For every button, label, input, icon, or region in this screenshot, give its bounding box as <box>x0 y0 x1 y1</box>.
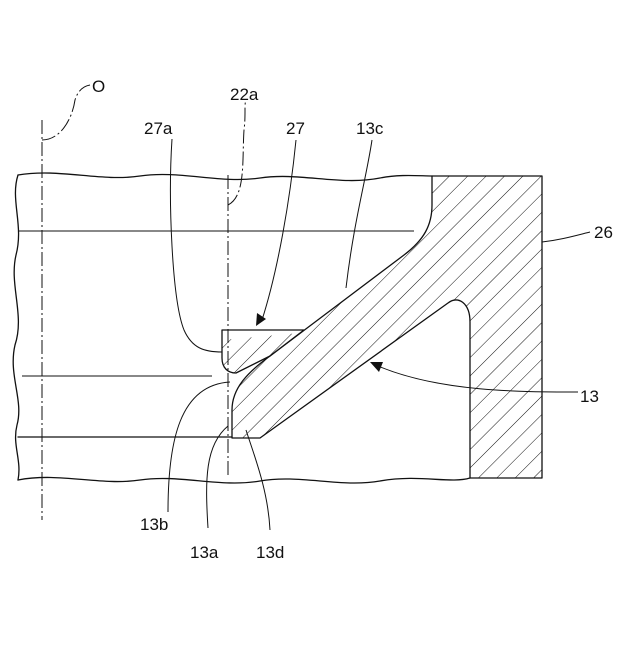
left-break-line <box>13 175 19 480</box>
label-27a: 27a <box>144 119 173 138</box>
leader-13c <box>346 140 372 288</box>
top-break-line <box>18 173 432 181</box>
label-26: 26 <box>594 223 613 242</box>
label-13a: 13a <box>190 543 219 562</box>
arrowhead-27 <box>256 313 266 326</box>
flange-26-hatched <box>232 176 542 478</box>
leader-o <box>42 85 90 140</box>
leader-27 <box>262 140 296 320</box>
label-22a: 22a <box>230 85 259 104</box>
label-13b: 13b <box>140 515 168 534</box>
leader-22a <box>228 100 246 205</box>
label-27: 27 <box>286 119 305 138</box>
label-13: 13 <box>580 387 599 406</box>
leader-13b <box>168 382 230 512</box>
label-13d: 13d <box>256 543 284 562</box>
leader-26 <box>542 232 590 242</box>
bottom-break-line <box>18 477 470 483</box>
leader-13a <box>207 426 228 528</box>
label-13c: 13c <box>356 119 384 138</box>
label-o: O <box>92 77 105 96</box>
leader-27a <box>171 139 223 352</box>
